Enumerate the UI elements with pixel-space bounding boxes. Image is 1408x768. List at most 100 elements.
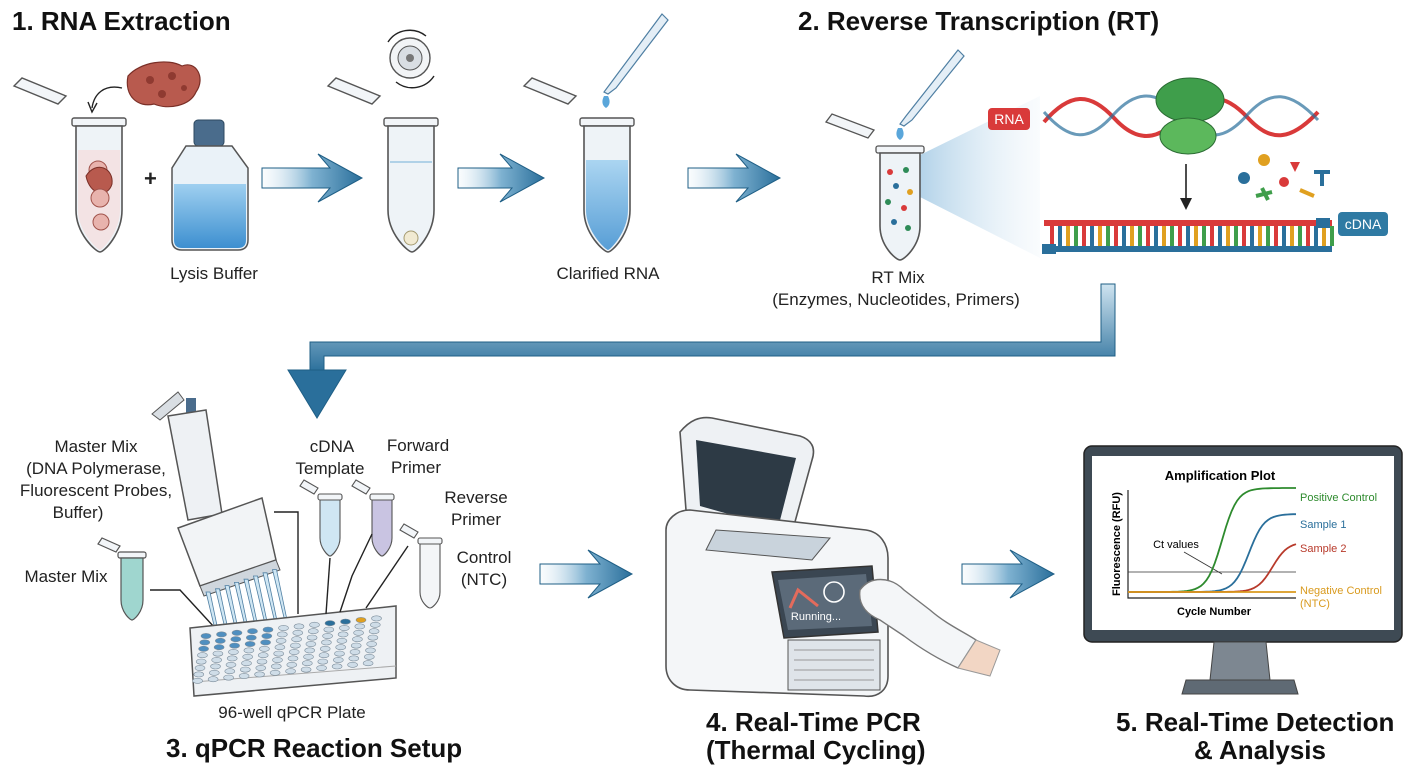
plate-well (199, 639, 211, 646)
plate-well (348, 655, 360, 662)
plate-well (337, 631, 349, 638)
legend-entry: Sample 2 (1300, 543, 1346, 555)
master-mix-full-line1: Master Mix (54, 437, 138, 456)
plate-well (338, 625, 350, 631)
96-well-plate (189, 605, 397, 697)
step4-title-line2: (Thermal Cycling) (706, 735, 926, 765)
rt-pipette-tip (896, 49, 965, 140)
plate-well (335, 644, 347, 651)
pipette-tip (602, 13, 669, 108)
plate-well (309, 621, 320, 628)
tissue-sample (126, 61, 201, 108)
plate-well (286, 661, 298, 668)
plate-well (350, 642, 362, 649)
plate-well (224, 668, 236, 675)
plate-well (223, 674, 234, 681)
monitor (1083, 445, 1403, 695)
cdna-template-label-line2: Template (296, 459, 365, 478)
plate-well (307, 628, 319, 635)
step3-title: 3. qPCR Reaction Setup (166, 733, 462, 763)
clarified-rna-tube (522, 77, 635, 253)
sample-tube (12, 77, 127, 253)
plate-well (225, 661, 237, 668)
plate-well (260, 639, 271, 646)
plate-well (304, 647, 316, 654)
plate-well (246, 634, 257, 641)
plate-well (355, 617, 367, 623)
reverse-primer-tube (399, 523, 443, 609)
cdna-double-strand (1042, 218, 1334, 254)
plate-well (278, 625, 289, 631)
plus-sign: + (144, 166, 157, 191)
plate-well (269, 669, 281, 676)
cdna-tag: cDNA (1338, 212, 1388, 236)
legend-entry: (NTC) (1300, 598, 1330, 610)
master-mix-label: Master Mix (24, 567, 108, 586)
plate-well (368, 628, 380, 635)
plate-well (195, 658, 207, 665)
plate-well (213, 644, 225, 651)
plate-well (243, 647, 255, 654)
cdna-template-label-line1: cDNA (310, 437, 355, 456)
plate-well (332, 657, 344, 663)
plot-ylabel: Fluorescence (RFU) (1111, 492, 1123, 596)
gloved-hand (859, 578, 1001, 677)
plate-well (353, 629, 364, 636)
plate-well (194, 665, 206, 671)
plate-well (209, 669, 220, 676)
plate-well (331, 663, 343, 670)
plate-well (257, 652, 269, 659)
touch-screen[interactable]: Running... (771, 565, 879, 639)
plot-title: Amplification Plot (1165, 468, 1276, 483)
plate-well (340, 618, 351, 625)
plate-well (197, 652, 208, 659)
plate-well (259, 645, 270, 652)
plate-well (238, 673, 250, 679)
step4-title-line1: 4. Real-Time PCR (706, 707, 921, 737)
svg-text:cDNA: cDNA (1345, 216, 1382, 232)
plate-well (365, 647, 376, 654)
rna-tag: RNA (988, 108, 1030, 130)
plate-well (275, 637, 287, 644)
plate-well (273, 650, 285, 657)
plate-well (293, 623, 305, 630)
reverse-primer-label-line2: Primer (451, 510, 501, 529)
plate-well (242, 653, 253, 660)
plate-well (322, 633, 333, 639)
plate-well (288, 649, 300, 655)
annotation-leader (1183, 551, 1223, 575)
plate-well (198, 645, 209, 652)
centrifuge-icon (387, 29, 435, 89)
amplification-plot: Amplification Plot Fluorescence (RFU) Cy… (1111, 468, 1382, 618)
flow-arrow-4 (539, 549, 634, 599)
plate-well (229, 642, 240, 649)
plate-well (323, 626, 335, 633)
rt-mix-tube (824, 113, 925, 261)
plate-well (366, 641, 378, 647)
plate-well (226, 655, 238, 662)
svg-text:RNA: RNA (994, 111, 1024, 127)
plate-well (241, 660, 252, 667)
step2-title: 2. Reverse Transcription (RT) (798, 6, 1159, 36)
forward-primer-tube (351, 479, 395, 557)
centrifuged-tube (326, 77, 439, 253)
zoom-beam (918, 96, 1040, 258)
plate-well (336, 637, 348, 644)
plate-well (305, 641, 317, 647)
reverse-primer-label-line1: Reverse (444, 488, 507, 507)
plate-label: 96-well qPCR Plate (218, 703, 365, 722)
plate-well (228, 649, 239, 655)
plate-well (352, 636, 363, 643)
flow-arrow-5 (961, 549, 1056, 599)
legend-entry: Sample 1 (1300, 519, 1346, 531)
plate-well (317, 658, 329, 665)
multichannel-pipette (151, 391, 287, 643)
plate-well (231, 629, 243, 636)
plate-well (287, 655, 299, 662)
plate-well (193, 671, 205, 678)
plate-well (285, 668, 296, 675)
plate-well (270, 663, 282, 670)
plate-well (347, 661, 358, 668)
forward-primer-label-line2: Primer (391, 458, 441, 477)
plate-well (319, 645, 331, 652)
